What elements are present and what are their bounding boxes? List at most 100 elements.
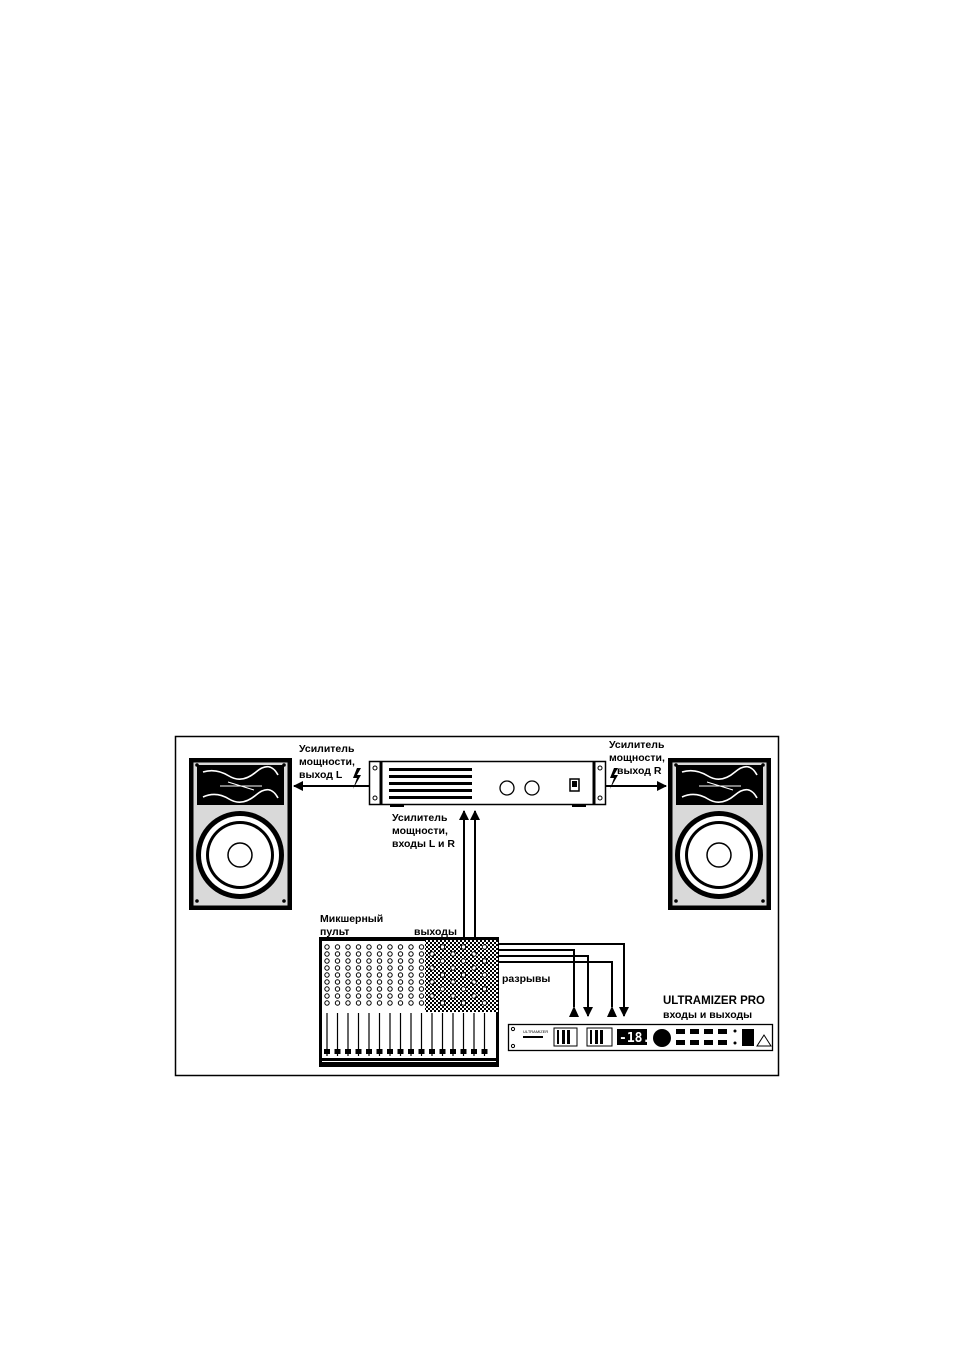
mixer-knob	[324, 986, 330, 992]
mixer-knob	[408, 979, 414, 985]
mixer-knob	[345, 993, 351, 999]
label-mixer: Микшерный пульт	[320, 913, 383, 938]
label-amp-output-left: Усилитель мощности, выход L	[299, 743, 355, 781]
mixer-knob	[418, 986, 425, 992]
amplifier-meters	[389, 768, 472, 799]
mixer-knob	[408, 944, 414, 950]
mixer-knob	[387, 965, 393, 971]
mixer-knob	[418, 972, 425, 978]
svg-text:выход R: выход R	[617, 765, 662, 777]
mixer-knob	[324, 965, 330, 971]
mixer-knob	[355, 951, 362, 957]
mixer-knob	[355, 1000, 362, 1006]
mixer-knob	[481, 944, 488, 950]
mixer-knob	[324, 944, 330, 950]
mixer-knob	[387, 986, 393, 992]
mixer-knob	[387, 993, 393, 999]
mixer-knob	[408, 958, 414, 964]
mixer-knob	[460, 986, 467, 992]
mixer-knob	[471, 965, 477, 971]
amp-gain-knob-right	[524, 780, 540, 796]
mixer-knob	[345, 979, 351, 985]
svg-text:Усилитель: Усилитель	[392, 812, 448, 824]
svg-text:входы и выходы: входы и выходы	[663, 1009, 752, 1021]
mixer-fader-cap	[418, 1049, 425, 1054]
mixer-knob	[334, 958, 341, 964]
mixer-knob	[366, 944, 372, 950]
mixer-knob	[355, 979, 362, 985]
mixer-fader-cap	[450, 1049, 456, 1054]
mixer-fader-bank	[324, 1013, 488, 1056]
left-speaker-horn	[197, 765, 284, 805]
mixer-knob	[376, 958, 383, 964]
mixer-knob	[355, 944, 362, 950]
svg-text:ULTRAMIZER PRO: ULTRAMIZER PRO	[663, 995, 765, 1007]
mixer-knob	[334, 986, 341, 992]
mixer-knob	[397, 993, 404, 999]
mixer-fader-cap	[429, 1049, 435, 1054]
mixer-fader-cap	[408, 1049, 414, 1054]
mixer-knob	[460, 972, 467, 978]
mixer-knob	[408, 972, 414, 978]
left-speaker	[189, 758, 292, 910]
lightning-icon	[610, 768, 618, 789]
mixer-knob	[324, 993, 330, 999]
mixer-knob	[418, 979, 425, 985]
svg-text:Усилитель: Усилитель	[299, 743, 355, 755]
ultramizer-button-grid	[676, 1029, 737, 1045]
mixer-knob	[376, 951, 383, 957]
label-inserts: разрывы	[502, 973, 550, 985]
mixer-knob	[439, 958, 446, 964]
mixer-knob	[345, 965, 351, 971]
mixer-fader-cap	[324, 1049, 330, 1054]
mixer-knob	[345, 1000, 351, 1006]
lightning-icon	[353, 768, 361, 789]
mixer-knob-grid	[324, 944, 488, 1006]
mixer-knob	[439, 1000, 446, 1006]
mixer-knob	[471, 951, 477, 957]
mixer-knob	[324, 958, 330, 964]
mixer-fader-cap	[355, 1049, 362, 1054]
mixer-knob	[481, 986, 488, 992]
mixer-knob	[397, 944, 404, 950]
mixer-knob	[387, 979, 393, 985]
mixer-knob	[439, 986, 446, 992]
svg-text:выход L: выход L	[299, 769, 343, 781]
arrow-insert-return-1	[569, 1006, 579, 1017]
mixer-knob	[366, 1000, 372, 1006]
mixing-console	[319, 937, 499, 1067]
mixer-fader-cap	[334, 1049, 341, 1054]
mixer-knob	[418, 993, 425, 999]
mixer-knob	[418, 958, 425, 964]
svg-text:Микшерный: Микшерный	[320, 913, 383, 925]
mixer-knob	[397, 965, 404, 971]
mixer-knob	[429, 965, 435, 971]
ultramizer-power-switch	[742, 1029, 754, 1046]
mixer-knob	[397, 951, 404, 957]
mixer-fader-cap	[366, 1049, 372, 1054]
right-speaker	[668, 758, 771, 910]
mixer-knob	[418, 951, 425, 957]
mixer-knob	[387, 958, 393, 964]
svg-text:мощности,: мощности,	[299, 756, 355, 768]
label-amp-inputs: Усилитель мощности, входы L и R	[392, 812, 455, 850]
mixer-knob	[345, 944, 351, 950]
mixer-knob	[366, 993, 372, 999]
mixer-knob	[408, 986, 414, 992]
mixer-knob	[376, 979, 383, 985]
power-amplifier	[368, 760, 607, 807]
mixer-knob	[345, 986, 351, 992]
mixer-knob	[376, 972, 383, 978]
mixer-knob	[355, 993, 362, 999]
mixer-knob	[376, 1000, 383, 1006]
label-ultramizer: ULTRAMIZER PRO входы и выходы	[663, 995, 765, 1021]
mixer-knob	[334, 993, 341, 999]
mixer-knob	[439, 944, 446, 950]
ultramizer-pro-unit: ULTRAMIZER -18.6	[507, 1023, 774, 1052]
mixer-knob	[387, 972, 393, 978]
mixer-knob	[366, 951, 372, 957]
mixer-knob	[408, 993, 414, 999]
mixer-knob	[450, 993, 456, 999]
svg-text:Усилитель: Усилитель	[609, 739, 665, 751]
mixer-knob	[397, 958, 404, 964]
